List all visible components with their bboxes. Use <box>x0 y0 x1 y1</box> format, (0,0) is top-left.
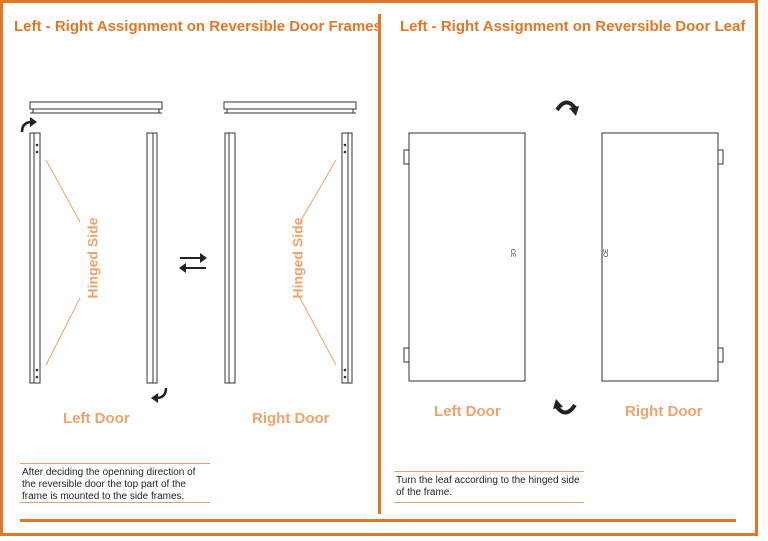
left-hinged-side-lines <box>45 159 81 366</box>
right-door-top-frame <box>223 101 357 114</box>
leaf-left-door-label: Left Door <box>434 403 501 420</box>
right-leaf-lock-mark: CE <box>604 248 611 258</box>
left-leaf-lock-mark: CE <box>509 248 516 258</box>
left-door-leaf <box>403 132 526 382</box>
left-door-hinge-frame <box>29 132 41 384</box>
frames-left-door-label: Left Door <box>63 410 130 427</box>
left-hinged-side-label: Hinged Side <box>84 217 101 299</box>
right-note-rule-bottom <box>394 502 584 503</box>
right-note-rule-top <box>394 471 584 472</box>
rotate-arrow-icon <box>555 403 577 415</box>
left-door-top-frame <box>29 101 163 114</box>
frames-title: Left - Right Assignment on Reversible Do… <box>14 18 382 35</box>
leaf-title: Left - Right Assignment on Reversible Do… <box>400 18 746 35</box>
right-door-hinge-frame <box>341 132 353 384</box>
left-note-rule-top <box>20 463 210 464</box>
leaf-right-door-label: Right Door <box>625 403 703 420</box>
bottom-rule <box>20 519 736 522</box>
frames-note: After deciding the openning direction of… <box>22 467 196 502</box>
left-note-rule-bottom <box>20 502 210 503</box>
right-hinged-side-lines <box>299 159 337 366</box>
right-hinged-side-label: Hinged Side <box>289 217 306 299</box>
right-door-lock-frame <box>224 132 236 384</box>
frames-right-door-label: Right Door <box>252 410 330 427</box>
panel-divider <box>378 14 381 514</box>
rotate-arrow-icon <box>555 100 577 112</box>
rotate-arrow-head-icon <box>30 117 37 127</box>
rotate-arrow-head-icon <box>569 106 579 116</box>
right-door-leaf <box>601 132 724 382</box>
page-border <box>0 0 758 536</box>
rotate-arrow-head-icon <box>151 393 158 403</box>
left-door-lock-frame <box>146 132 158 384</box>
rotate-arrow-head-icon <box>553 399 563 409</box>
leaf-note: Turn the leaf according to the hinged si… <box>396 475 580 498</box>
swap-arrows-icon <box>179 253 207 273</box>
